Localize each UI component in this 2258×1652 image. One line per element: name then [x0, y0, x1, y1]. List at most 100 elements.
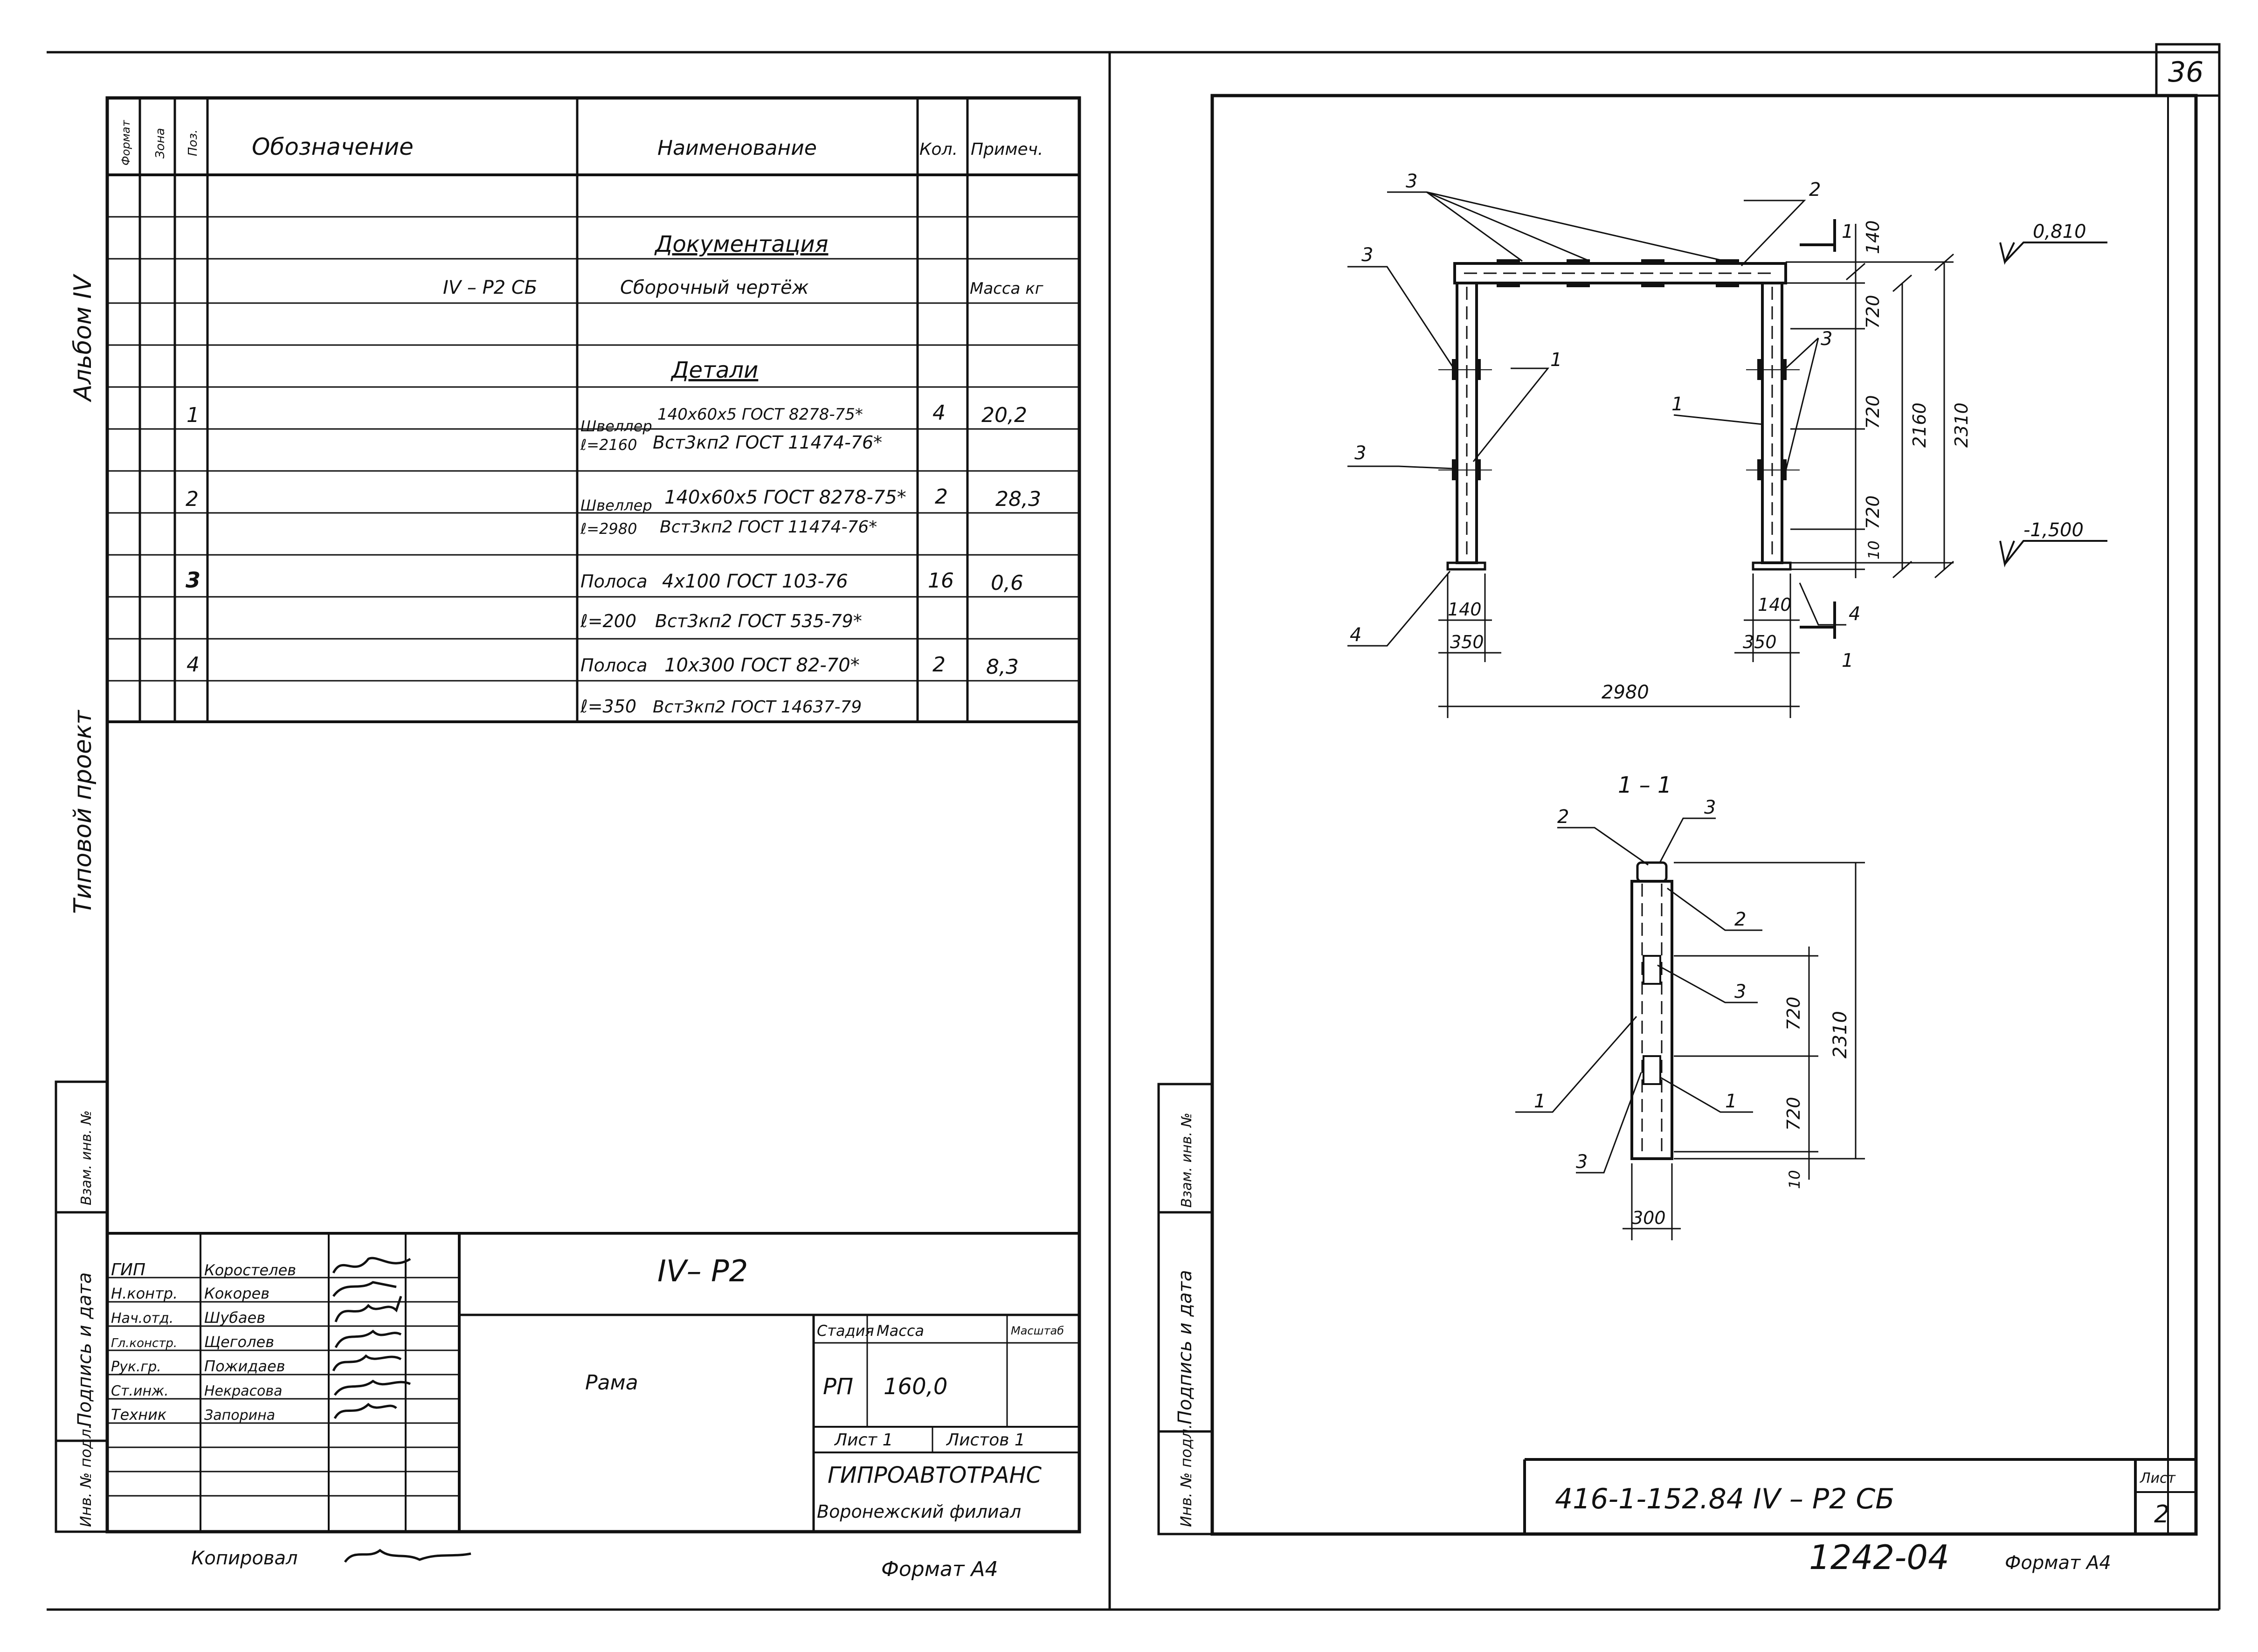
stage-label: Стадия: [817, 1322, 874, 1340]
item-prefix: Швеллер: [580, 497, 652, 514]
mass-value: 160,0: [884, 1374, 947, 1400]
section-dim: 720: [1783, 1097, 1804, 1131]
item-pos: 4: [186, 653, 200, 677]
section-mark: 1: [1842, 650, 1853, 671]
section-mark: 1: [1842, 221, 1853, 242]
pos-callout: 3: [1354, 442, 1366, 464]
header-note: Примеч.: [971, 140, 1043, 159]
item-prefix: Швеллер: [580, 417, 652, 435]
stage-value: РП: [823, 1374, 853, 1400]
signatures: [332, 1257, 411, 1419]
inv-orig-label: Инв. № подл.: [1177, 1424, 1195, 1527]
item-prefix: Полоса: [580, 655, 648, 676]
section-callout: 3: [1734, 981, 1746, 1002]
signer-role: ГИП: [111, 1260, 145, 1279]
item-mass: 8,3: [986, 655, 1019, 679]
dim-text: 720: [1863, 395, 1883, 429]
item-qty: 2: [935, 485, 948, 509]
header-zone: Зона: [153, 128, 167, 159]
title-block: ГИП Коростелев Н.контр. Кокорев Нач.отд.…: [107, 1232, 1079, 1532]
signer-name: Щеголев: [204, 1333, 274, 1351]
copied-label: Копировал: [191, 1548, 298, 1569]
header-designation: Обозначение: [252, 133, 414, 160]
spec-table: Формат Зона Поз. Обозначение Наименовани…: [107, 98, 1079, 723]
dim-text: 720: [1863, 495, 1883, 529]
dim-text: 10: [1865, 540, 1883, 560]
pos-callout: 3: [1406, 171, 1417, 192]
item-line1: 140х60х5 ГОСТ 8278-75*: [657, 405, 863, 424]
dim-text: 350: [1450, 632, 1484, 652]
item-pos: 1: [186, 403, 200, 427]
spec-row: 3 Полоса 4х100 ГОСТ 103-76 ℓ=200 Вст3кп2…: [186, 567, 1023, 631]
pos-callout: 1: [1671, 394, 1683, 415]
spec-row: 4 Полоса 10х300 ГОСТ 82-70* ℓ=350 Вст3кп…: [186, 653, 1019, 717]
inv-orig-label: Инв. № подл.: [77, 1424, 95, 1527]
section-dim: 300: [1632, 1208, 1666, 1228]
section-dim: 2310: [1830, 1011, 1851, 1058]
pos-callout: 2: [1809, 179, 1821, 200]
dim-text: 2310: [1951, 402, 1972, 448]
level-mark: -1,500: [2023, 519, 2084, 541]
signer-role: Гл.констр.: [111, 1336, 177, 1350]
pos-callout: 3: [1821, 328, 1832, 350]
spec-row: 2 Швеллер ℓ=2980 140х60х5 ГОСТ 8278-75* …: [186, 485, 1041, 538]
sheet-number: 36: [2168, 56, 2203, 89]
doc-note: Масса кг: [970, 279, 1044, 298]
sign-date-label: Подпись и дата: [1174, 1270, 1196, 1424]
mass-label: Масса: [877, 1322, 924, 1340]
pos-callout: 3: [1361, 244, 1373, 266]
item-length: ℓ=2160: [580, 436, 637, 454]
header-format: Формат: [119, 120, 132, 166]
left-sheet: Альбом IV Типовой проект Взам. инв. № По…: [55, 96, 1081, 1581]
copied-signature: [344, 1548, 471, 1563]
sign-date-label: Подпись и дата: [74, 1272, 96, 1427]
signer-name: Пожидаев: [204, 1357, 285, 1375]
dim-text: 720: [1863, 295, 1883, 329]
signer-name: Запорина: [204, 1407, 275, 1424]
signer-name: Шубаев: [204, 1309, 265, 1327]
item-line1: 140х60х5 ГОСТ 8278-75*: [664, 487, 906, 508]
bottom-code: 1242-04: [1809, 1538, 1949, 1577]
section-callout: 2: [1734, 909, 1746, 930]
section-docs: Документация: [654, 231, 829, 257]
stamp-code: 416-1-152.84 IV – P2 СБ: [1555, 1483, 1894, 1515]
dim-text: 140: [1758, 594, 1792, 615]
sheets-label: Листов 1: [946, 1431, 1025, 1450]
item-qty: 16: [928, 569, 954, 593]
spec-row: 1 Швеллер ℓ=2160 140х60х5 ГОСТ 8278-75* …: [186, 401, 1027, 454]
signer-name: Коростелев: [204, 1261, 296, 1279]
dim-text: 2160: [1909, 402, 1930, 448]
item-prefix: Полоса: [580, 571, 648, 592]
signer-role: Н.контр.: [111, 1285, 178, 1302]
section-callout: 2: [1557, 806, 1569, 828]
scale-label: Масштаб: [1011, 1324, 1064, 1337]
dim-text: 140: [1448, 599, 1482, 620]
item-pos: 3: [186, 567, 200, 593]
org-name: ГИПРОАВТОТРАНС: [828, 1462, 1042, 1488]
item-name: Рама: [585, 1371, 638, 1395]
dim-text: 2980: [1602, 682, 1649, 703]
pos-callout: 4: [1849, 603, 1860, 625]
item-length: ℓ=2980: [580, 520, 637, 538]
format-label: Формат А4: [881, 1557, 998, 1581]
signer-role: Нач.отд.: [111, 1310, 173, 1327]
item-length: ℓ=350: [580, 696, 636, 717]
item-line1: 4х100 ГОСТ 103-76: [662, 571, 848, 592]
item-code: IV– P2: [657, 1254, 748, 1289]
header-name: Наименование: [657, 136, 817, 160]
vzam-inv-label: Взам. инв. №: [78, 1110, 95, 1205]
item-line2: Вст3кп2 ГОСТ 14637-79: [653, 698, 862, 717]
section-callout: 1: [1534, 1091, 1546, 1112]
item-mass: 28,3: [995, 487, 1041, 511]
header-pos: Поз.: [186, 129, 200, 156]
level-mark: 0,810: [2033, 221, 2086, 242]
doc-name: Сборочный чертёж: [620, 277, 809, 298]
branch-name: Воронежский филиал: [817, 1501, 1021, 1522]
stamp-sheet-no: 2: [2154, 1500, 2169, 1528]
item-mass: 0,6: [991, 571, 1023, 595]
section-callout: 3: [1704, 797, 1716, 818]
section-callout: 1: [1725, 1091, 1737, 1112]
item-pos: 2: [186, 487, 199, 511]
